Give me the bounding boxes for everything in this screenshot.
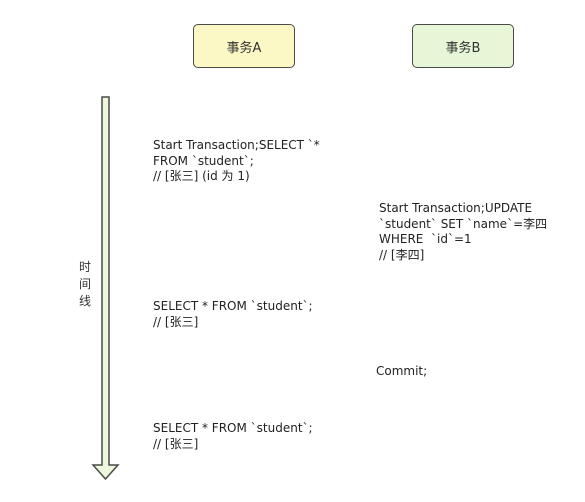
transaction-a-box: 事务A [193, 24, 295, 68]
timeline-arrow [91, 96, 120, 481]
transaction-b-step-1: Start Transaction;UPDATE `student` SET `… [379, 201, 548, 262]
timeline-arrow-shape [91, 96, 120, 481]
transaction-a-step-3: SELECT * FROM `student`; // [张三] [153, 421, 313, 451]
transaction-a-step-1: Start Transaction;SELECT `* FROM `studen… [153, 138, 320, 183]
transaction-b-label: 事务B [445, 40, 481, 56]
timeline-label: 时间线 [78, 260, 91, 308]
transaction-b-commit: Commit; [376, 364, 428, 378]
transaction-b-box: 事务B [412, 24, 514, 68]
transaction-a-label: 事务A [226, 40, 262, 56]
transaction-a-step-2: SELECT * FROM `student`; // [张三] [153, 299, 313, 329]
